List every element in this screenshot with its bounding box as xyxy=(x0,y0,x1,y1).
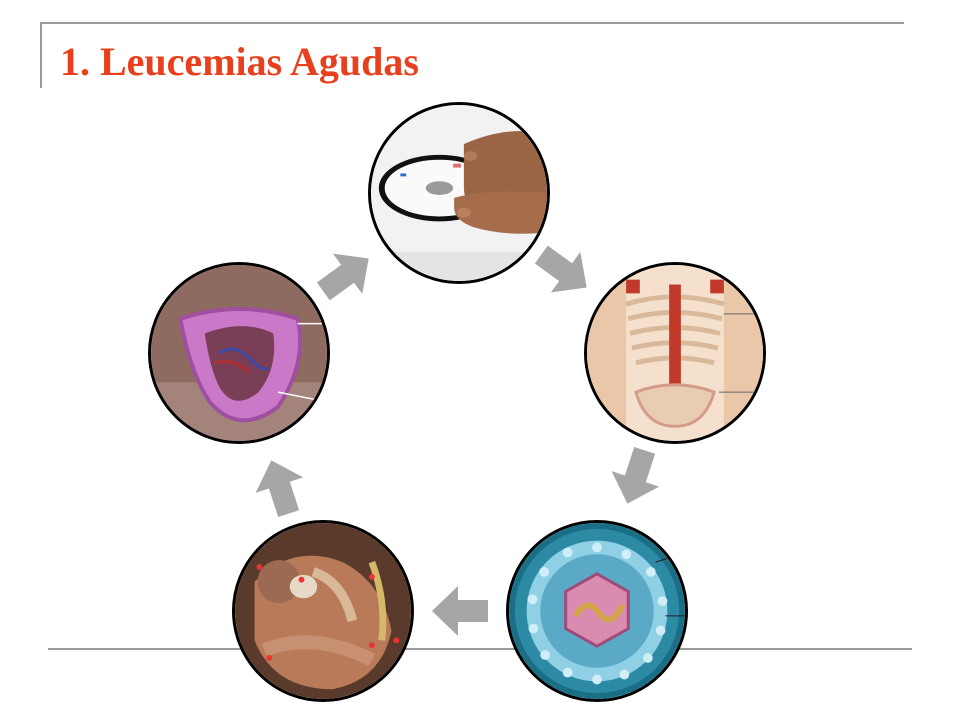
arrow-down-left-icon xyxy=(604,443,669,512)
bottom-rule xyxy=(48,648,912,650)
slide-title: 1. Leucemias Agudas xyxy=(60,39,419,84)
arrow-left-icon xyxy=(432,586,488,636)
arrow-up-left-icon xyxy=(248,453,313,522)
scale-feet-image xyxy=(368,102,550,284)
top-rule xyxy=(40,22,904,24)
joint-pain-body-image xyxy=(232,520,414,702)
arrow-up-right-icon xyxy=(309,238,384,311)
spleen-organ-image xyxy=(148,262,330,444)
left-rule xyxy=(40,22,42,88)
skeleton-bone-marrow-image xyxy=(584,262,766,444)
arrow-right-down-icon xyxy=(527,234,602,307)
cell-virus-image xyxy=(506,520,688,702)
